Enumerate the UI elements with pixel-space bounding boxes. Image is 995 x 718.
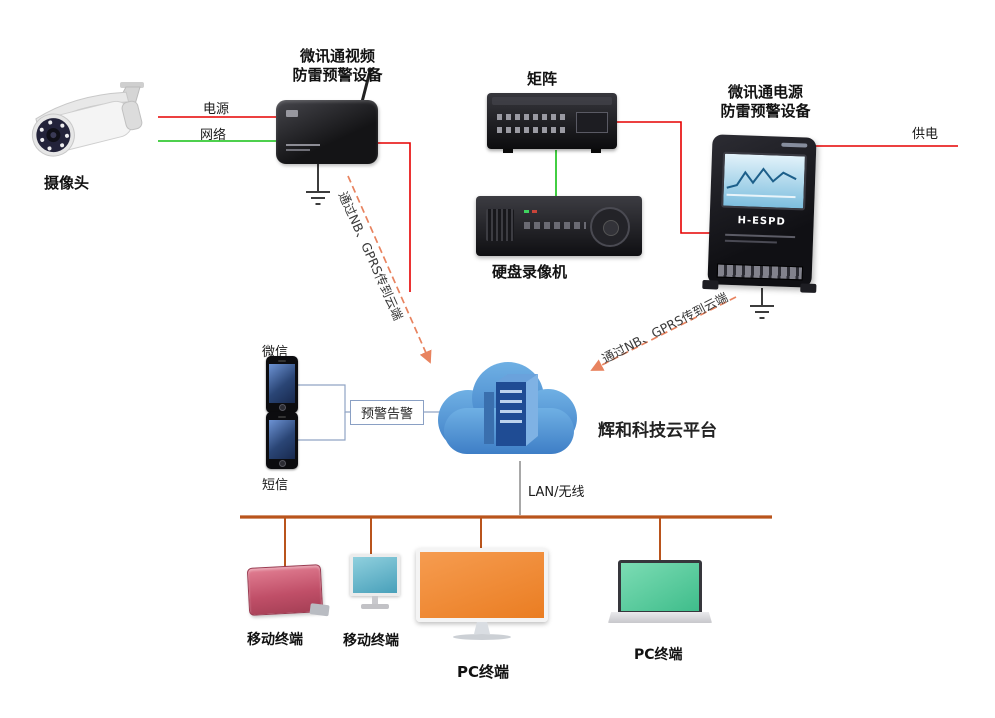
matrix-foot-right — [591, 149, 601, 153]
nb-arrow-right — [590, 296, 737, 371]
power-protector-terminals — [716, 263, 804, 281]
network-link-label: 网络 — [200, 128, 227, 143]
camera-label: 摄像头 — [44, 174, 90, 192]
pc-terminal-monitor — [416, 548, 548, 640]
monitor-stand — [474, 622, 490, 634]
power-protector-textline — [725, 233, 796, 239]
mobile-terminal-tablet — [246, 564, 330, 617]
sms-phone — [266, 412, 298, 469]
power-protector-model-label: H-ESPD — [737, 215, 786, 228]
matrix-to-protector-wire — [614, 121, 714, 234]
pc-terminal-laptop — [608, 560, 712, 623]
mobile-terminal-label-1: 移动终端 — [247, 632, 303, 648]
tablet-stand — [309, 603, 330, 617]
video-protector-label: 微讯通视频 防雷预警设备 — [270, 47, 405, 85]
phone-speaker — [278, 415, 286, 418]
power-protector-label: 微讯通电源 防雷预警设备 — [688, 83, 843, 121]
monitor-stand — [372, 596, 378, 604]
pc-terminal-label-1: PC终端 — [457, 663, 510, 681]
dvr-led — [524, 210, 529, 213]
supply-link-label: 供电 — [912, 127, 939, 142]
cloud-art — [438, 362, 577, 454]
phone-speaker — [278, 359, 286, 362]
server-stack-icon — [484, 374, 538, 446]
power-protector-label-line1: 微讯通电源 — [727, 83, 803, 101]
cloud-platform — [418, 348, 593, 466]
video-protector-label-line2: 防雷预警设备 — [292, 66, 383, 84]
power-protector-logo — [781, 142, 808, 148]
camera-device — [22, 80, 162, 175]
phone-screen — [269, 364, 295, 403]
monitor-screen — [350, 554, 400, 596]
monitor-screen — [416, 548, 548, 622]
lan-link-label: LAN/无线 — [528, 485, 585, 500]
dvr-label: 硬盘录像机 — [492, 263, 568, 281]
ground-symbol-left — [306, 164, 330, 205]
power-link-label: 电源 — [203, 102, 230, 117]
alert-box: 预警告警 — [350, 400, 424, 425]
cloud-label: 辉和科技云平台 — [598, 421, 717, 441]
alert-box-label: 预警告警 — [360, 407, 413, 422]
power-protector-device: H-ESPD — [702, 134, 817, 293]
laptop-keyboard — [608, 612, 712, 623]
nb-arrow-left — [347, 175, 432, 364]
dvr-jog-dial — [590, 207, 630, 247]
matrix-vent — [492, 97, 612, 105]
terminal-bus — [240, 515, 772, 567]
network-wires — [158, 140, 557, 198]
matrix-device — [487, 93, 617, 153]
video-protector-label-line1: 微讯通视频 — [299, 47, 375, 65]
sms-label: 短信 — [262, 478, 289, 493]
matrix-foot-left — [503, 149, 513, 153]
matrix-label: 矩阵 — [527, 70, 558, 88]
monitor-base — [361, 604, 389, 609]
matrix-button-row-2 — [497, 127, 565, 133]
phone-home-button — [279, 460, 286, 467]
mobile-terminal-label-2: 移动终端 — [343, 633, 399, 649]
power-protector-textline2 — [724, 239, 777, 244]
power-protector-screen — [721, 151, 807, 211]
power-protector-label-line2: 防雷预警设备 — [720, 102, 811, 120]
video-protector-device — [276, 66, 386, 168]
phone-screen — [269, 420, 295, 459]
matrix-display — [576, 112, 608, 133]
power-protector-mount-left — [702, 279, 719, 290]
nb-gprs-arrows — [347, 175, 737, 371]
phone-home-button — [279, 404, 286, 411]
video-protector-textline — [286, 144, 320, 146]
video-protector-logo — [286, 110, 298, 117]
power-wires — [158, 116, 958, 292]
dvr-device — [476, 196, 642, 256]
antenna-icon — [360, 67, 373, 104]
ground-symbol-right — [750, 288, 774, 319]
pc-terminal-label-2: PC终端 — [634, 647, 683, 663]
matrix-button-row-1 — [497, 114, 565, 120]
wechat-phone — [266, 356, 298, 413]
waveform-icon — [726, 167, 797, 199]
dvr-vent — [486, 209, 514, 241]
protector-power-wire — [378, 142, 411, 292]
power-protector-mount-right — [800, 283, 817, 293]
video-protector-textline2 — [286, 149, 310, 151]
mobile-terminal-monitor — [350, 554, 400, 609]
monitor-base — [453, 634, 511, 640]
laptop-screen — [618, 560, 702, 613]
camera-art — [31, 82, 144, 157]
dvr-buttons — [524, 222, 586, 229]
